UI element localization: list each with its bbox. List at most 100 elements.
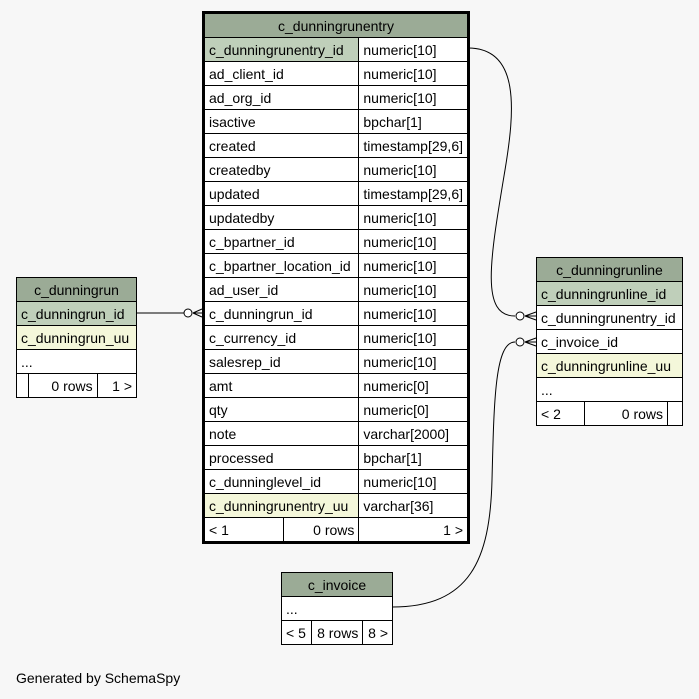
column-name: amt [202,373,360,398]
column-type: numeric[10] [358,85,469,110]
table-title: c_dunningrunline [536,257,683,282]
row-count: 8 rows [310,620,364,645]
column-name: ad_user_id [202,277,360,302]
parents-count: < 5 [281,620,312,645]
table-title: c_dunningrun [16,277,137,302]
link-dunningrun-entry-optional-mark [183,308,193,318]
column-row[interactable]: ... [16,349,137,374]
column-type: numeric[10] [358,253,469,278]
column-type: numeric[10] [358,205,469,230]
column-row[interactable]: c_dunningrunline_uu [536,353,683,378]
children-count: 1 > [96,373,138,398]
table-header: c_dunningrunentry [203,12,469,38]
row-count: 0 rows [583,401,669,426]
link-invoice-line [391,341,516,608]
column-name: processed [202,445,360,470]
column-type: bpchar[1] [358,445,469,470]
parents-count: < 2 [536,401,585,426]
column-name: c_currency_id [202,325,360,350]
column-name: updatedby [202,205,360,230]
column-name: c_dunningrunentry_id [202,37,360,62]
children-count [667,401,683,426]
column-name: c_dunningrunentry_uu [202,493,360,518]
column-name: c_dunninglevel_id [202,469,360,494]
link-invoice-line-crowfoot [524,337,537,347]
column-name: createdby [202,157,360,182]
link-entry-line-crowfoot [524,311,537,321]
column-type: numeric[10] [358,349,469,374]
column-row[interactable]: c_dunningrunentry_id [536,305,683,330]
column-name: c_invoice_id [536,329,683,354]
column-type: timestamp[29,6] [358,133,469,158]
column-name: ... [281,596,393,621]
column-name: qty [202,397,360,422]
column-name: c_dunningrun_id [16,301,137,326]
table-header: c_invoice [281,572,393,597]
parents-count [15,373,30,398]
column-name: c_dunningrunline_id [536,281,683,306]
column-name: c_dunningrunline_uu [536,353,683,378]
column-row[interactable]: c_dunningrun_id [16,301,137,326]
column-type: timestamp[29,6] [358,181,469,206]
column-type: numeric[10] [358,37,469,62]
column-type: varchar[36] [358,493,469,518]
column-name: isactive [202,109,360,134]
column-type: numeric[10] [358,277,469,302]
column-name: ... [536,377,683,402]
column-type: bpchar[1] [358,109,469,134]
column-name: c_bpartner_id [202,229,360,254]
column-type: numeric[0] [358,373,469,398]
column-type: numeric[10] [358,469,469,494]
column-row[interactable]: c_invoice_id [536,329,683,354]
table-title: c_dunningrunentry [203,12,469,38]
column-row[interactable]: c_dunningrunline_id [536,281,683,306]
generated-by-label: Generated by SchemaSpy [16,670,181,686]
column-type: numeric[0] [358,397,469,422]
column-row[interactable]: ... [536,377,683,402]
row-count: 0 rows [28,373,98,398]
column-name: c_dunningrunentry_id [536,305,683,330]
column-row[interactable]: c_dunningrun_uu [16,325,137,350]
row-count: 0 rows [283,517,360,543]
column-row[interactable]: ... [281,596,393,621]
column-type: numeric[10] [358,61,469,86]
column-type: varchar[2000] [358,421,469,446]
children-count: 1 > [358,517,469,543]
column-type: numeric[10] [358,325,469,350]
column-name: updated [202,181,360,206]
column-name: c_dunningrun_uu [16,325,137,350]
table-header: c_dunningrun [16,277,137,302]
table-title: c_invoice [281,572,393,597]
link-dunningrun-entry-crowfoot [192,308,203,318]
parents-count: < 1 [202,517,285,543]
column-type: numeric[10] [358,301,469,326]
